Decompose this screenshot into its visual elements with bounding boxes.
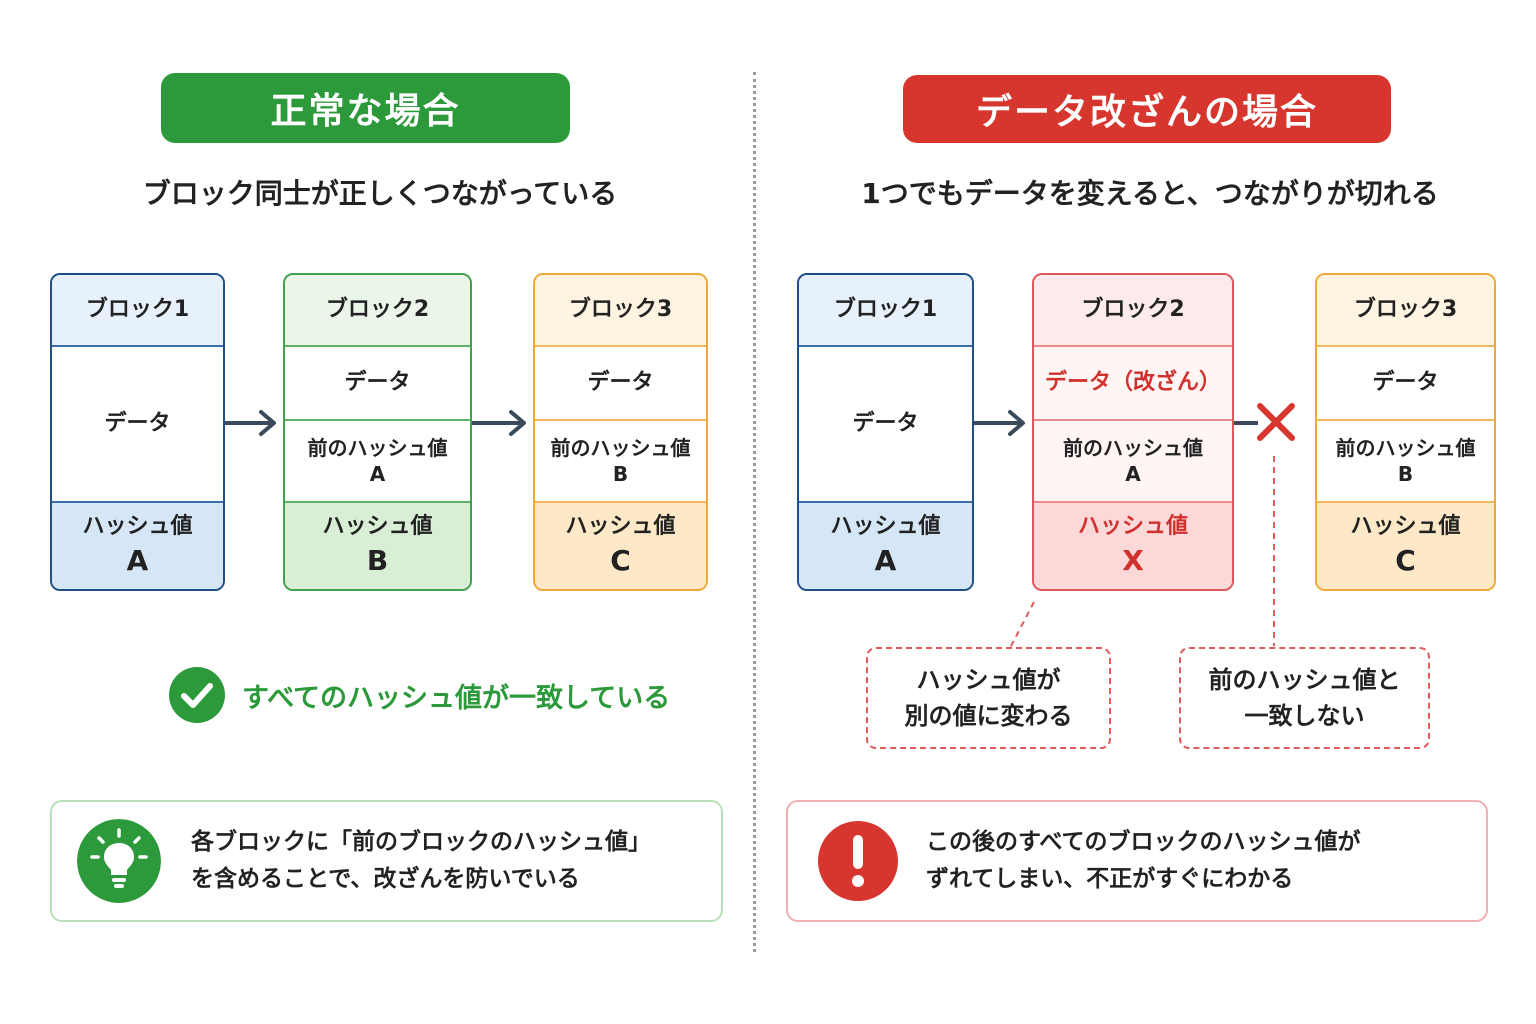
left-info-box: 各ブロックに「前のブロックのハッシュ値」 を含めることで、改ざんを防いでいる [50, 800, 723, 922]
prev-hash-label: 前のハッシュ値 [1063, 436, 1203, 460]
hash-value: A [126, 544, 149, 578]
block-data: データ [1317, 347, 1494, 421]
check-circle-icon [169, 667, 225, 723]
info-line-1: この後のすべてのブロックのハッシュ値が [926, 829, 1361, 856]
arrow-right-icon [974, 410, 1025, 436]
normal-case-subtitle: ブロック同士が正しくつながっている [142, 177, 618, 210]
prev-hash-value: A [1125, 462, 1141, 486]
connector-lines [1009, 456, 1275, 649]
status-text: すべてのハッシュ値が一致している [242, 683, 671, 714]
block-header: ブロック2 [285, 275, 470, 347]
exclamation-icon [818, 821, 898, 901]
prev-hash-label: 前のハッシュ値 [1335, 436, 1476, 460]
prev-hash-label: 前のハッシュ値 [307, 436, 448, 460]
broken-link [1234, 421, 1258, 425]
block-hash: ハッシュ値 A [52, 503, 223, 589]
block-data: データ [535, 347, 706, 421]
block-hash: ハッシュ値 B [285, 503, 470, 589]
block-header: ブロック3 [1317, 275, 1494, 347]
block-data: データ [52, 347, 223, 503]
block-hash: ハッシュ値 C [1317, 503, 1494, 589]
info-line-1: 各ブロックに「前のブロックのハッシュ値」 [191, 829, 651, 856]
block-header: ブロック1 [52, 275, 223, 347]
note-line-1: 前のハッシュ値と [1208, 666, 1401, 694]
hash-label: ハッシュ値 [1077, 513, 1188, 539]
block-prev-hash: 前のハッシュ値 B [535, 421, 706, 503]
tamper-case-subtitle: 1つでもデータを変えると、つながりが切れる [861, 177, 1439, 210]
note-line-2: 別の値に変わる [904, 702, 1073, 730]
info-line-2: を含めることで、改ざんを防いでいる [191, 866, 580, 892]
block-prev-hash: 前のハッシュ値 A [285, 421, 470, 503]
left-block-2: ブロック2 データ 前のハッシュ値 A ハッシュ値 B [283, 273, 472, 591]
right-block-1: ブロック1 データ ハッシュ値 A [797, 273, 974, 591]
hash-value: C [610, 544, 631, 578]
right-block-2-tampered: ブロック2 データ（改ざん） 前のハッシュ値 A ハッシュ値 X [1032, 273, 1234, 591]
block-header: ブロック3 [535, 275, 706, 347]
hash-label: ハッシュ値 [1350, 513, 1461, 539]
hash-value: B [366, 544, 389, 578]
block-hash: ハッシュ値 A [799, 503, 972, 589]
note-line-2: 一致しない [1244, 702, 1365, 730]
arrow-right-icon [225, 410, 276, 436]
note-prev-hash-mismatch: 前のハッシュ値と 一致しない [1179, 647, 1430, 749]
block-header: ブロック1 [799, 275, 972, 347]
cross-x-icon [1257, 403, 1295, 441]
hash-label: ハッシュ値 [565, 513, 676, 539]
prev-hash-value: B [1397, 462, 1414, 486]
prev-hash-label: 前のハッシュ値 [550, 436, 691, 460]
right-info-box: この後のすべてのブロックのハッシュ値が ずれてしまい、不正がすぐにわかる [786, 800, 1488, 922]
center-divider [753, 72, 756, 952]
right-block-3: ブロック3 データ 前のハッシュ値 B ハッシュ値 C [1315, 273, 1496, 591]
prev-hash-value: A [369, 462, 386, 486]
block-prev-hash: 前のハッシュ値 A [1034, 421, 1232, 503]
arrow-right-icon [472, 410, 526, 436]
hash-value: C [1395, 544, 1416, 578]
block-hash: ハッシュ値 C [535, 503, 706, 589]
hash-value: X [1122, 544, 1144, 578]
hash-label: ハッシュ値 [322, 513, 433, 539]
normal-case-title: 正常な場合 [161, 73, 570, 143]
block-data-tampered: データ（改ざん） [1034, 347, 1232, 421]
block-header: ブロック2 [1034, 275, 1232, 347]
note-line-1: ハッシュ値が [916, 666, 1061, 694]
lightbulb-icon [77, 819, 161, 903]
tamper-case-title: データ改ざんの場合 [903, 75, 1391, 143]
hash-value: A [874, 544, 897, 578]
block-data: データ [285, 347, 470, 421]
left-block-3: ブロック3 データ 前のハッシュ値 B ハッシュ値 C [533, 273, 708, 591]
block-hash: ハッシュ値 X [1034, 503, 1232, 589]
hash-label: ハッシュ値 [82, 513, 193, 539]
prev-hash-value: B [612, 462, 629, 486]
hash-label: ハッシュ値 [830, 513, 941, 539]
note-hash-changed: ハッシュ値が 別の値に変わる [866, 647, 1111, 749]
left-block-1: ブロック1 データ ハッシュ値 A [50, 273, 225, 591]
block-prev-hash: 前のハッシュ値 B [1317, 421, 1494, 503]
block-data: データ [799, 347, 972, 503]
info-line-2: ずれてしまい、不正がすぐにわかる [926, 866, 1294, 892]
